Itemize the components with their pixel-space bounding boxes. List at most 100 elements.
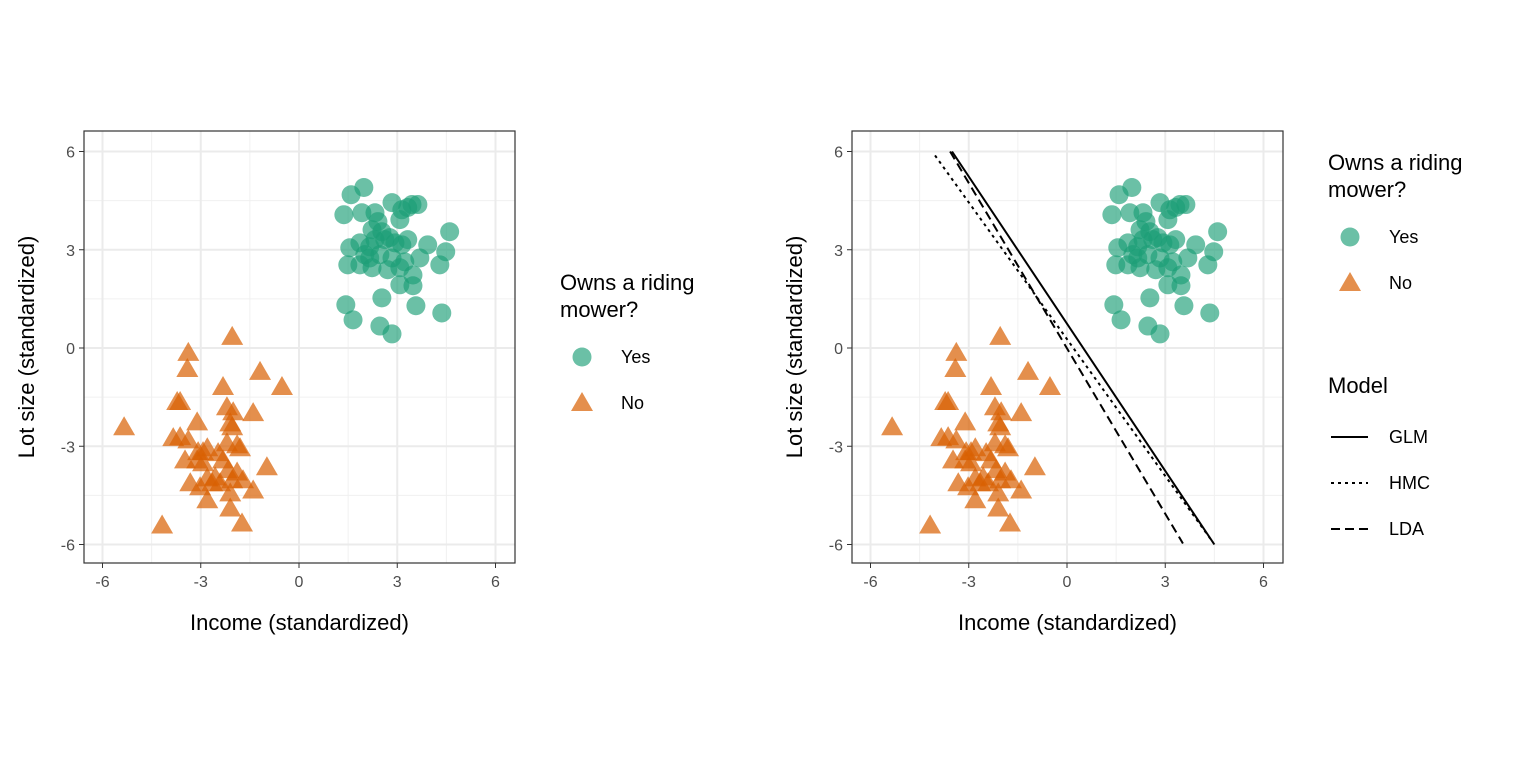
point-yes xyxy=(1102,205,1122,225)
legend-title: mower? xyxy=(1328,177,1406,202)
point-yes xyxy=(436,242,456,262)
point-no xyxy=(176,357,199,377)
x-tick-label: 6 xyxy=(1259,574,1268,591)
point-no xyxy=(242,402,265,422)
point-no xyxy=(231,469,254,489)
point-yes xyxy=(1158,258,1178,278)
point-no xyxy=(219,482,242,502)
point-no xyxy=(177,429,200,449)
point-no xyxy=(990,401,1013,421)
y-tick-label: 3 xyxy=(834,243,843,260)
point-yes xyxy=(382,324,402,344)
x-tick-label: -3 xyxy=(194,574,208,591)
line-lda xyxy=(949,150,1184,545)
legend-title: Owns a riding xyxy=(560,270,695,295)
point-yes xyxy=(1204,242,1224,262)
y-tick-label: 0 xyxy=(834,341,843,358)
point-no xyxy=(1010,479,1033,499)
point-yes xyxy=(354,178,374,198)
point-yes xyxy=(336,295,356,315)
point-no xyxy=(1010,402,1033,422)
point-no xyxy=(944,357,967,377)
point-no xyxy=(242,479,265,499)
y-tick-label: -6 xyxy=(829,538,843,555)
point-yes xyxy=(355,245,375,265)
point-yes xyxy=(1174,296,1194,316)
point-no xyxy=(960,441,983,461)
point-no xyxy=(192,441,215,461)
point-no xyxy=(186,411,209,431)
point-no xyxy=(219,497,242,517)
point-yes xyxy=(1171,276,1191,296)
point-no xyxy=(270,375,293,395)
point-yes xyxy=(398,230,418,250)
legend-label: GLM xyxy=(1389,427,1428,447)
point-yes xyxy=(1122,178,1142,198)
point-yes xyxy=(440,222,460,242)
point-yes xyxy=(390,210,410,230)
point-no xyxy=(151,514,174,534)
x-tick-label: 3 xyxy=(393,574,402,591)
legend-label: No xyxy=(1389,273,1412,293)
x-tick-label: -3 xyxy=(962,574,976,591)
y-axis-label: Lot size (standardized) xyxy=(14,236,39,459)
x-tick-label: -6 xyxy=(863,574,877,591)
point-yes xyxy=(1150,324,1170,344)
point-yes xyxy=(1208,222,1228,242)
y-tick-label: 6 xyxy=(834,145,843,162)
point-yes xyxy=(390,258,410,278)
legend-key-no xyxy=(571,392,593,411)
legend-title: mower? xyxy=(560,297,638,322)
point-no xyxy=(113,416,136,436)
legend-key-yes xyxy=(572,347,592,367)
legend-label: LDA xyxy=(1389,519,1424,539)
x-tick-label: 6 xyxy=(491,574,500,591)
point-yes xyxy=(1186,235,1206,255)
point-no xyxy=(989,325,1012,345)
point-yes xyxy=(1158,210,1178,230)
point-no xyxy=(954,411,977,431)
point-no xyxy=(980,375,1003,395)
point-no xyxy=(987,497,1010,517)
point-no xyxy=(1023,456,1046,476)
point-no xyxy=(881,416,904,436)
point-no xyxy=(980,449,1003,469)
point-no xyxy=(231,512,254,532)
line-glm xyxy=(951,150,1216,546)
point-no xyxy=(222,401,245,421)
point-yes xyxy=(1111,310,1131,330)
point-no xyxy=(945,429,968,449)
y-axis-label: Lot size (standardized) xyxy=(782,236,807,459)
legend-label: HMC xyxy=(1389,473,1430,493)
point-yes xyxy=(334,205,354,225)
point-no xyxy=(999,512,1022,532)
x-tick-label: 3 xyxy=(1161,574,1170,591)
point-no xyxy=(945,341,968,361)
point-no xyxy=(255,456,278,476)
point-no xyxy=(229,437,252,457)
point-yes xyxy=(1143,230,1163,250)
x-tick-label: 0 xyxy=(295,574,304,591)
point-no xyxy=(221,325,244,345)
panel-border xyxy=(851,130,1284,564)
legend-label: Yes xyxy=(1389,227,1418,247)
x-tick-label: -6 xyxy=(95,574,109,591)
y-tick-label: -6 xyxy=(61,538,75,555)
line-hmc xyxy=(934,154,1214,544)
point-no xyxy=(999,469,1022,489)
point-yes xyxy=(1120,203,1140,223)
point-yes xyxy=(1176,195,1196,215)
point-no xyxy=(989,416,1012,436)
point-yes xyxy=(1200,303,1220,323)
panel-border xyxy=(83,130,516,564)
point-no xyxy=(221,416,244,436)
point-no xyxy=(937,391,960,411)
legend-label: No xyxy=(621,393,644,413)
point-yes xyxy=(418,235,438,255)
x-tick-label: 0 xyxy=(1063,574,1072,591)
point-yes xyxy=(408,195,428,215)
